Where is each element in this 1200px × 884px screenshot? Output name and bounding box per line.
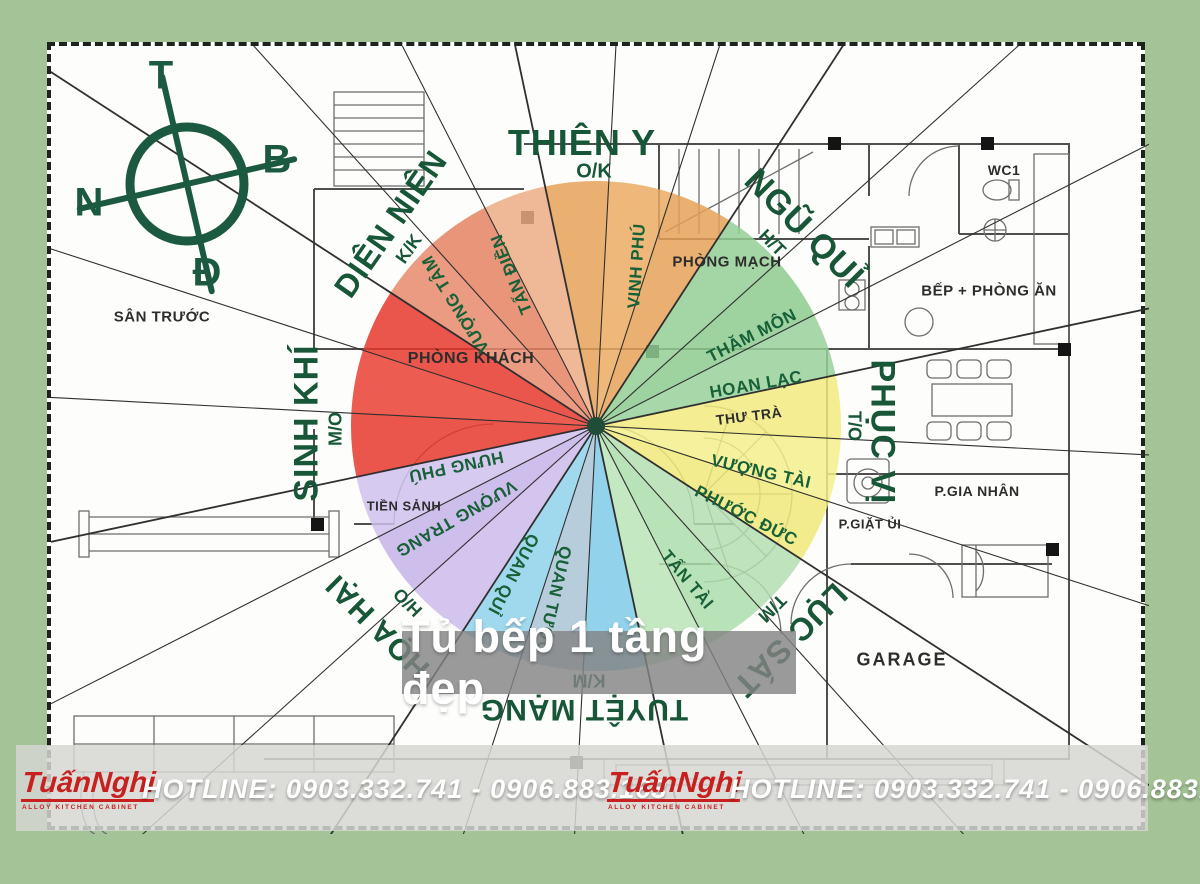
sector-code-sinh-khi: M/O — [325, 412, 346, 446]
compass-rose — [76, 73, 298, 295]
room-label-bep-phong-an: BẾP + PHÒNG ĂN — [921, 282, 1057, 300]
sector-label-thien-y: THIÊN Y — [507, 122, 657, 163]
compass-letter-east: Đ — [192, 250, 222, 295]
room-label-phong-mach: PHÒNG MẠCH — [672, 253, 782, 271]
bagua-wheel — [51, 46, 1149, 834]
caption-text: Tủ bếp 1 tầng đẹp — [402, 610, 708, 714]
compass-letter-west: T — [148, 53, 174, 98]
room-label-wc1: WC1 — [987, 162, 1021, 178]
floorplan-page: T B N Đ THIÊN Y O/K NGŨ QUỈ H/T PHỤC VỊ … — [47, 42, 1149, 834]
sector-code-thien-y: O/K — [576, 160, 612, 183]
sector-code-phuc-vi: T/O — [844, 411, 865, 441]
sector-label-phuc-vi: PHỤC VỊ — [863, 359, 902, 505]
room-label-p-gia-nhan: P.GIA NHÂN — [934, 483, 1020, 499]
brand-name: TuấnNghi — [20, 767, 156, 802]
brand-tagline-2: ALLOY KITCHEN CABINET — [608, 804, 725, 811]
brand-name-2: TuấnNghi — [606, 767, 742, 802]
room-label-garage: GARAGE — [856, 649, 948, 670]
room-label-tien-sanh: TIỀN SẢNH — [366, 498, 442, 514]
compass-letter-north: B — [262, 137, 292, 182]
brand-logo-2: TuấnNghi ALLOY KITCHEN CABINET — [606, 767, 742, 811]
brand-tagline: ALLOY KITCHEN CABINET — [22, 804, 139, 811]
room-label-p-giat-ui: P.GIẶT ỦI — [838, 516, 902, 532]
room-label-san-truoc: SÂN TRƯỚC — [113, 308, 211, 326]
hotline-text-left: HOTLINE: 0903.332.741 - 0906.883.163 — [142, 774, 668, 804]
sector-label-sinh-khi: SINH KHÍ — [287, 344, 326, 502]
hotline-text-right: HOTLINE: 0903.332.741 - 0906.883.163 — [730, 774, 1200, 804]
room-label-phong-khach: PHÒNG KHÁCH — [407, 350, 535, 367]
compass-letter-south: N — [74, 180, 104, 225]
footer-band: TuấnNghi ALLOY KITCHEN CABINET HOTLINE: … — [16, 745, 1200, 831]
brand-logo: TuấnNghi ALLOY KITCHEN CABINET — [20, 767, 156, 811]
caption-band: Tủ bếp 1 tầng đẹp — [402, 611, 796, 714]
